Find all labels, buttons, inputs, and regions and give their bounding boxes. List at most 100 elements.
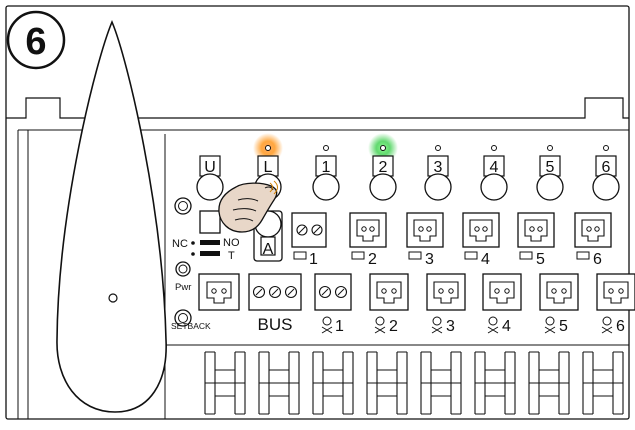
button-knob bbox=[480, 173, 508, 201]
button-knob bbox=[592, 173, 620, 201]
top-connector-6: 6 bbox=[574, 212, 612, 268]
control-button-5[interactable]: 5 bbox=[536, 145, 564, 201]
button-label: 6 bbox=[602, 159, 611, 176]
setback-label: SETBACK bbox=[171, 321, 211, 331]
actuator-icon bbox=[375, 316, 385, 326]
top-connector-2: 2 bbox=[349, 212, 387, 268]
button-label: U bbox=[204, 159, 216, 176]
button-label: L bbox=[264, 159, 273, 176]
actuator-label: 6 bbox=[616, 318, 625, 335]
button-label: 3 bbox=[434, 159, 443, 176]
t-bar bbox=[200, 251, 220, 256]
control-button-U[interactable]: U bbox=[196, 155, 224, 201]
thermostat-icon bbox=[519, 251, 533, 260]
step-number: 6 bbox=[25, 21, 46, 63]
terminal-rails bbox=[204, 351, 624, 415]
actuator-icon bbox=[545, 316, 555, 326]
nc-no-switch[interactable] bbox=[199, 210, 221, 234]
actuator-label: 2 bbox=[389, 318, 398, 335]
terminal-bracket bbox=[528, 351, 570, 415]
actuator-label: 4 bbox=[502, 318, 511, 335]
no-label: NO bbox=[223, 237, 240, 249]
actuator-icon bbox=[322, 316, 332, 326]
control-button-4[interactable]: 4 bbox=[480, 145, 508, 201]
actuator-connector-2: 2 bbox=[369, 273, 409, 335]
step-badge: 6 bbox=[6, 10, 66, 70]
control-button-1[interactable]: 1 bbox=[312, 145, 340, 201]
top-connector-label: 5 bbox=[536, 251, 545, 268]
antenna-hole bbox=[108, 293, 118, 303]
housing-top-edge bbox=[6, 97, 629, 119]
actuator-icon bbox=[602, 316, 612, 326]
actuator-label: 5 bbox=[559, 318, 568, 335]
led-icon bbox=[491, 145, 497, 151]
actuator-connector-3: 3 bbox=[426, 273, 466, 335]
setback-screw bbox=[174, 309, 192, 327]
button-label: 1 bbox=[322, 159, 331, 176]
button-knob bbox=[424, 173, 452, 201]
actuator-connector-4: 4 bbox=[482, 273, 522, 335]
terminal-bracket bbox=[312, 351, 354, 415]
no-bar bbox=[200, 240, 220, 245]
top-connector-4: 4 bbox=[462, 212, 500, 268]
control-button-6[interactable]: 6 bbox=[592, 145, 620, 201]
terminal-bracket bbox=[366, 351, 408, 415]
bus-label: BUS bbox=[258, 315, 293, 334]
actuator-icon bbox=[488, 316, 498, 326]
a-button-label: A bbox=[263, 241, 274, 258]
pwr-label: Pwr bbox=[175, 282, 191, 293]
control-button-3[interactable]: 3 bbox=[424, 145, 452, 201]
button-knob bbox=[369, 173, 397, 201]
button-knob bbox=[536, 173, 564, 201]
led-icon bbox=[380, 145, 386, 151]
thermostat-icon bbox=[576, 251, 590, 260]
pwr-led bbox=[175, 261, 191, 277]
top-connector-1: 1 bbox=[291, 212, 327, 268]
top-connector-label: 4 bbox=[481, 251, 490, 268]
control-button-2[interactable]: 2 bbox=[368, 133, 398, 201]
actuator-label: 1 bbox=[335, 318, 344, 335]
housing-inner-edge bbox=[17, 129, 629, 419]
actuator-connector-5: 5 bbox=[539, 273, 579, 335]
top-connector-label: 1 bbox=[309, 251, 318, 268]
side-controls: NC NO T Pwr SETBACK A bbox=[171, 197, 283, 331]
actuator-connector-6: 6 bbox=[596, 273, 635, 335]
actuator-label: 3 bbox=[446, 318, 455, 335]
top-connector-label: 3 bbox=[425, 251, 434, 268]
button-label: 4 bbox=[490, 159, 499, 176]
button-label: 5 bbox=[546, 159, 555, 176]
led-icon bbox=[547, 145, 553, 151]
terminal-bracket bbox=[258, 351, 300, 415]
side-screw-top bbox=[174, 197, 192, 215]
thermostat-icon bbox=[351, 251, 365, 260]
thermostat-icon bbox=[408, 251, 422, 260]
led-icon bbox=[435, 145, 441, 151]
top-connector-label: 2 bbox=[368, 251, 377, 268]
terminal-bracket bbox=[420, 351, 462, 415]
led-icon bbox=[265, 145, 271, 151]
antenna-tag bbox=[56, 19, 167, 413]
button-knob bbox=[312, 173, 340, 201]
terminal-bracket bbox=[474, 351, 516, 415]
actuator-connector-1: 1 bbox=[314, 273, 352, 335]
led-icon bbox=[323, 145, 329, 151]
thermostat-icon bbox=[293, 251, 307, 260]
thermostat-icon bbox=[464, 251, 478, 260]
nc-label: NC bbox=[172, 238, 188, 250]
top-connector-3: 3 bbox=[406, 212, 444, 268]
actuator-icon bbox=[432, 316, 442, 326]
setback-connector bbox=[198, 273, 240, 311]
button-label: 2 bbox=[379, 159, 388, 176]
outer-frame bbox=[5, 5, 630, 420]
terminal-bracket bbox=[582, 351, 624, 415]
t-label: T bbox=[228, 250, 235, 262]
bus-connector: BUS bbox=[248, 273, 302, 334]
button-knob bbox=[196, 173, 224, 201]
top-connector-5: 5 bbox=[517, 212, 555, 268]
terminal-bracket bbox=[204, 351, 246, 415]
led-icon bbox=[603, 145, 609, 151]
finger-press-icon bbox=[218, 180, 278, 233]
top-connector-label: 6 bbox=[593, 251, 602, 268]
